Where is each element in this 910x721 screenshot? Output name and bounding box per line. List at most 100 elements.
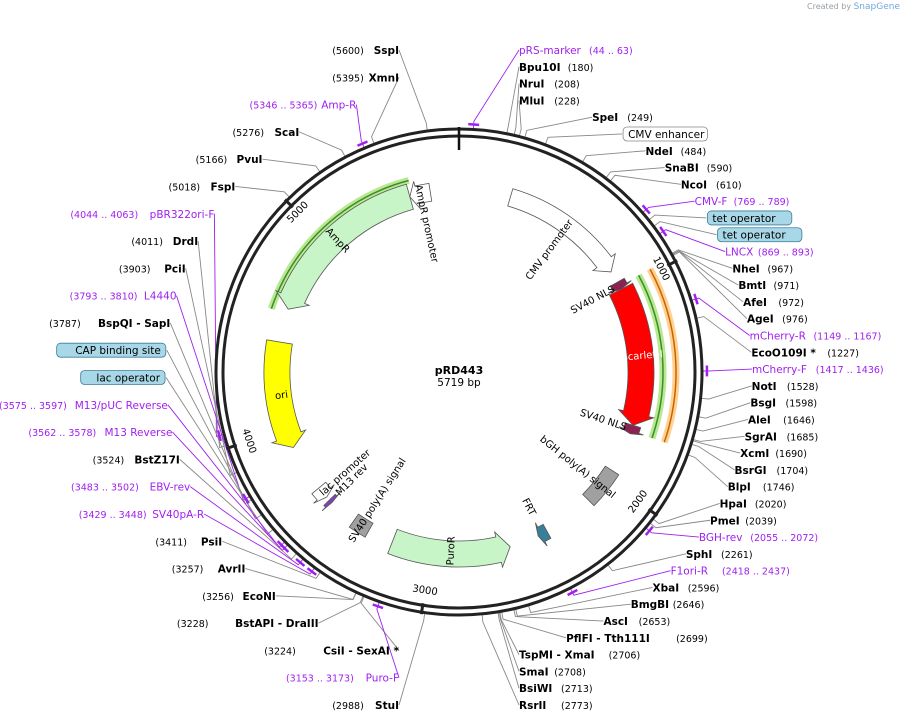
site-label-puro-f[interactable]: Puro-F(3153 .. 3173) (286, 673, 399, 685)
leader-line (702, 368, 753, 372)
site-name: Puro-F (366, 673, 399, 685)
site-label-scai[interactable]: ScaI(5276) (232, 127, 299, 139)
site-position: (3903) (119, 264, 151, 275)
site-label-lac-operator[interactable]: lac operator (80, 370, 166, 385)
site-label-xmni[interactable]: XmnI(5395) (332, 72, 399, 84)
feature-lac-promoter[interactable] (311, 481, 335, 504)
site-label-lncx[interactable]: LNCX(869 .. 893) (725, 247, 814, 259)
site-label-m13-puc-reverse[interactable]: M13/pUC Reverse(3575 .. 3597) (0, 400, 168, 412)
feature-ampr-promoter[interactable] (409, 181, 433, 209)
site-label-sphi[interactable]: SphI(2261) (686, 549, 753, 561)
site-label-ndei[interactable]: NdeI(484) (645, 146, 706, 158)
site-name: BmtI (738, 280, 766, 292)
site-name: NruI (519, 79, 544, 91)
site-label-sv40pa-r[interactable]: SV40pA-R(3429 .. 3448) (79, 509, 204, 521)
site-label-spei[interactable]: SpeI(249) (592, 112, 653, 124)
leader-line (696, 419, 749, 432)
site-label-pmei[interactable]: PmeI(2039) (710, 515, 777, 527)
feature-sv40-poly-a-signal[interactable] (348, 513, 374, 538)
site-label-cmv-enhancer[interactable]: CMV enhancer (622, 126, 708, 142)
leader-line (203, 513, 315, 575)
site-label-ncoi[interactable]: NcoI(610) (681, 179, 742, 191)
leader-line (355, 104, 365, 148)
site-label-cap-binding-site[interactable]: CAP binding site (56, 342, 167, 358)
site-label-noti[interactable]: NotI(1528) (752, 381, 819, 393)
site-label-f1ori-r[interactable]: F1ori-R(2418 .. 2437) (671, 566, 790, 578)
site-name: RsrII (519, 700, 546, 712)
feature-m13-rev[interactable] (321, 492, 341, 512)
site-label-xcmi[interactable]: XcmI(1690) (740, 448, 807, 460)
feature-bgh-poly-a-signal[interactable] (582, 465, 620, 507)
site-label-tet-operator[interactable]: tet operator (717, 227, 803, 243)
site-name: StuI (375, 700, 399, 712)
site-label-afei[interactable]: AfeI(972) (743, 297, 804, 309)
site-label-rsrii[interactable]: RsrII (2773) (519, 700, 593, 712)
site-label-asci[interactable]: AscI(2653) (603, 616, 670, 628)
site-label-ecoo109i[interactable]: EcoO109I *(1227) (751, 347, 859, 359)
feature-ori[interactable] (263, 339, 307, 448)
site-label-pbr322ori-f[interactable]: pBR322ori-F(4044 .. 4063) (70, 209, 214, 221)
site-position: (2773) (561, 701, 593, 712)
site-position: (2261) (721, 550, 753, 561)
site-label-stui[interactable]: StuI(2988) (332, 700, 399, 712)
site-label-blpi[interactable]: BlpI(1746) (728, 482, 795, 494)
plasmid-size: 5719 bp (437, 377, 481, 389)
site-label-bsgi[interactable]: BsgI(1598) (750, 398, 817, 410)
site-label-agei[interactable]: AgeI(976) (747, 314, 808, 326)
site-label-hpai[interactable]: HpaI(2020) (720, 498, 787, 510)
site-label-psii[interactable]: PsiI(3411) (155, 536, 222, 548)
site-label-snabi[interactable]: SnaBI(590) (665, 163, 733, 175)
site-label-fspi[interactable]: FspI(5018) (169, 181, 236, 193)
site-label-smai[interactable]: SmaI(2708) (519, 666, 586, 678)
site-label-nhei[interactable]: NheI(967) (732, 263, 793, 275)
site-label-tspmi-xmai[interactable]: TspMI - XmaI(2706) (519, 650, 640, 662)
site-label-l4440[interactable]: L4440(3793 .. 3810) (70, 291, 177, 303)
site-label-drdi[interactable]: DrdI(4011) (131, 236, 198, 248)
site-label-bmti[interactable]: BmtI(971) (738, 280, 799, 292)
site-label-bmgbi[interactable]: BmgBI(2646) (631, 599, 705, 611)
primer-site-marker (356, 140, 368, 147)
site-label-prs-marker[interactable]: pRS-marker(44 .. 63) (519, 45, 633, 57)
site-label-bpu10i[interactable]: Bpu10I(180) (519, 62, 593, 74)
site-position: (869 .. 893) (758, 248, 814, 259)
site-position: (208) (554, 80, 580, 91)
site-label-sgrai[interactable]: SgrAI(1685) (745, 431, 819, 443)
site-label-amp-r[interactable]: Amp-R(5346 .. 5365) (250, 100, 357, 112)
site-label-mlui[interactable]: MluI(228) (519, 95, 580, 107)
site-label-nrui[interactable]: NruI (208) (519, 79, 580, 91)
site-label-bspqi-sapi[interactable]: BspQI - SapI(3787) (49, 318, 170, 330)
site-label-bgh-rev[interactable]: BGH-rev(2055 .. 2072) (699, 532, 818, 544)
site-position: (3228) (177, 619, 209, 630)
feature-sv40-nls[interactable] (608, 277, 632, 294)
site-label-mcherry-f[interactable]: mCherry-F(1417 .. 1436) (752, 364, 884, 376)
site-label-alei[interactable]: AleI(1646) (748, 414, 815, 426)
site-label-avrii[interactable]: AvrII(3257) (172, 564, 246, 576)
site-label-cmv-f[interactable]: CMV-F(769 .. 789) (695, 196, 790, 208)
site-label-m13-reverse[interactable]: M13 Reverse(3562 .. 3578) (28, 427, 172, 439)
feature-sv40-nls[interactable] (618, 422, 644, 436)
site-label-bsiwi[interactable]: BsiWI(2713) (519, 683, 593, 695)
site-label-bstz17i[interactable]: BstZ17I(3524) (93, 454, 180, 466)
feature-frt[interactable] (535, 522, 552, 547)
site-label-csii-sexai[interactable]: CsiI - SexAI *(3224) (264, 645, 399, 657)
site-label-tet-operator[interactable]: tet operator (706, 210, 793, 226)
feature-puror[interactable] (387, 528, 511, 569)
site-name: NotI (752, 381, 777, 393)
site-label-mcherry-r[interactable]: mCherry-R(1149 .. 1167) (750, 331, 882, 343)
site-position: (2708) (554, 667, 586, 678)
site-label-bstapi-draiii[interactable]: BstAPI - DraIII(3228) (177, 618, 319, 630)
site-label-xbai[interactable]: XbaI(2596) (653, 582, 720, 594)
site-label-sspi[interactable]: SspI(5600) (332, 45, 399, 57)
site-label-pflfi-tth111i[interactable]: PflFI - Tth111I(2699) (566, 633, 708, 645)
site-label-bsrgi[interactable]: BsrGI(1704) (735, 465, 809, 477)
feature-cmv-promoter[interactable] (507, 188, 616, 273)
site-label-pcii[interactable]: PciI(3903) (119, 263, 186, 275)
feature-highlights (268, 177, 680, 444)
feature-ampr[interactable] (275, 183, 414, 310)
site-label-pvui[interactable]: PvuI(5166) (196, 154, 263, 166)
site-label-ebv-rev[interactable]: EBV-rev(3483 .. 3502) (71, 482, 190, 494)
snapgene-brand[interactable]: SnapGene (853, 2, 900, 12)
leader-line (698, 402, 751, 419)
site-label-econi[interactable]: EcoNI(3256) (202, 591, 276, 603)
